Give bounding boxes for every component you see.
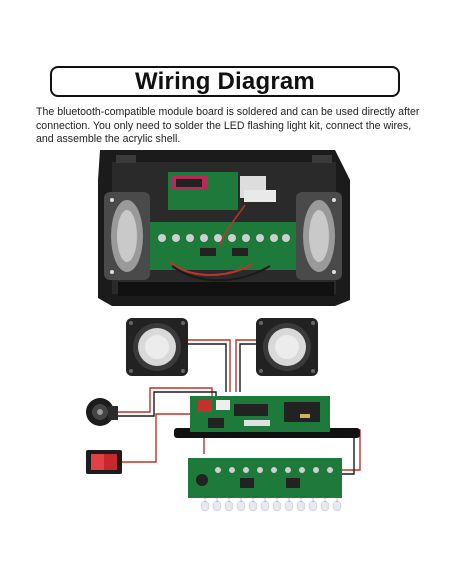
- description-text: The bluetooth-compatible module board is…: [36, 106, 420, 146]
- rocker-switch: [86, 450, 122, 474]
- bluetooth-module-board: [174, 396, 360, 438]
- right-speaker-side: [296, 192, 342, 280]
- page-title: Wiring Diagram: [135, 67, 315, 95]
- left-speaker-side: [104, 192, 150, 280]
- left-speaker: [126, 318, 188, 376]
- power-jack: [86, 398, 118, 426]
- title-box: Wiring Diagram: [50, 66, 400, 97]
- right-speaker: [256, 318, 318, 376]
- assembled-speaker-photo: [98, 150, 350, 306]
- led-flashing-kit: [188, 458, 342, 512]
